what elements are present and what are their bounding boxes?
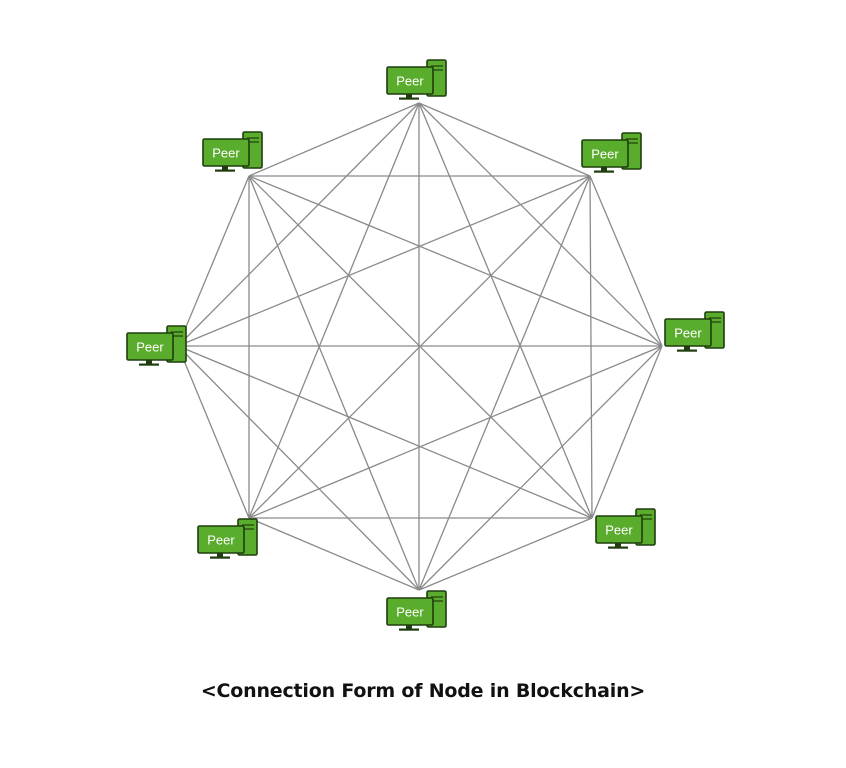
peer-label: Peer: [396, 605, 424, 620]
peer-left: Peer: [126, 325, 187, 366]
peer-label: Peer: [605, 523, 633, 538]
connection-line-peer-top-right-peer-bottom: [418, 175, 591, 591]
connection-line-peer-right-peer-bottom-left: [248, 345, 663, 519]
computer-icon: [386, 59, 447, 100]
peer-bottom: Peer: [386, 590, 447, 631]
connection-line-peer-top-right-peer-bottom-left: [248, 175, 591, 519]
connection-line-peer-bottom-right-peer-left: [177, 345, 593, 519]
peer-top: Peer: [386, 59, 447, 100]
peer-label: Peer: [212, 146, 240, 161]
computer-icon: [126, 325, 187, 366]
computer-icon: [595, 508, 656, 549]
connection-line-peer-bottom-peer-bottom-left: [248, 517, 420, 591]
connection-line-peer-bottom-left-peer-left: [177, 345, 250, 519]
computer-icon: [664, 311, 725, 352]
connection-line-peer-top-right-peer-right: [589, 175, 663, 347]
connection-line-peer-top-right-peer-left: [177, 175, 591, 347]
peer-label: Peer: [674, 326, 702, 341]
connection-line-peer-bottom-right-peer-top-left: [248, 175, 593, 519]
computer-icon: [197, 518, 258, 559]
connection-line-peer-bottom-right-peer-bottom: [418, 517, 593, 591]
peer-label: Peer: [396, 74, 424, 89]
peer-right: Peer: [664, 311, 725, 352]
peer-bottom-right: Peer: [595, 508, 656, 549]
connection-line-peer-bottom-peer-left: [177, 345, 420, 591]
connection-line-peer-bottom-peer-top-left: [248, 175, 420, 591]
connection-line-peer-top-peer-top-right: [418, 102, 591, 177]
connection-line-peer-right-peer-bottom-right: [591, 345, 663, 519]
computer-icon: [581, 132, 642, 173]
computer-icon: [386, 590, 447, 631]
connection-line-peer-left-peer-top-left: [177, 175, 250, 347]
peer-label: Peer: [136, 340, 164, 355]
peer-label: Peer: [591, 147, 619, 162]
diagram-caption: <Connection Form of Node in Blockchain>: [200, 680, 646, 702]
connection-line-peer-top-peer-bottom-left: [248, 102, 420, 519]
peer-label: Peer: [207, 533, 235, 548]
computer-icon: [202, 131, 263, 172]
connection-line-peer-top-peer-top-left: [248, 102, 420, 177]
peer-bottom-left: Peer: [197, 518, 258, 559]
connection-line-peer-top-peer-right: [418, 102, 663, 347]
peer-top-right: Peer: [581, 132, 642, 173]
connection-line-peer-right-peer-top-left: [248, 175, 663, 347]
connection-lines: [177, 102, 663, 591]
connection-line-peer-top-right-peer-bottom-right: [589, 175, 593, 519]
peer-top-left: Peer: [202, 131, 263, 172]
connection-line-peer-top-peer-bottom-right: [418, 102, 593, 519]
connection-line-peer-right-peer-bottom: [418, 345, 663, 591]
